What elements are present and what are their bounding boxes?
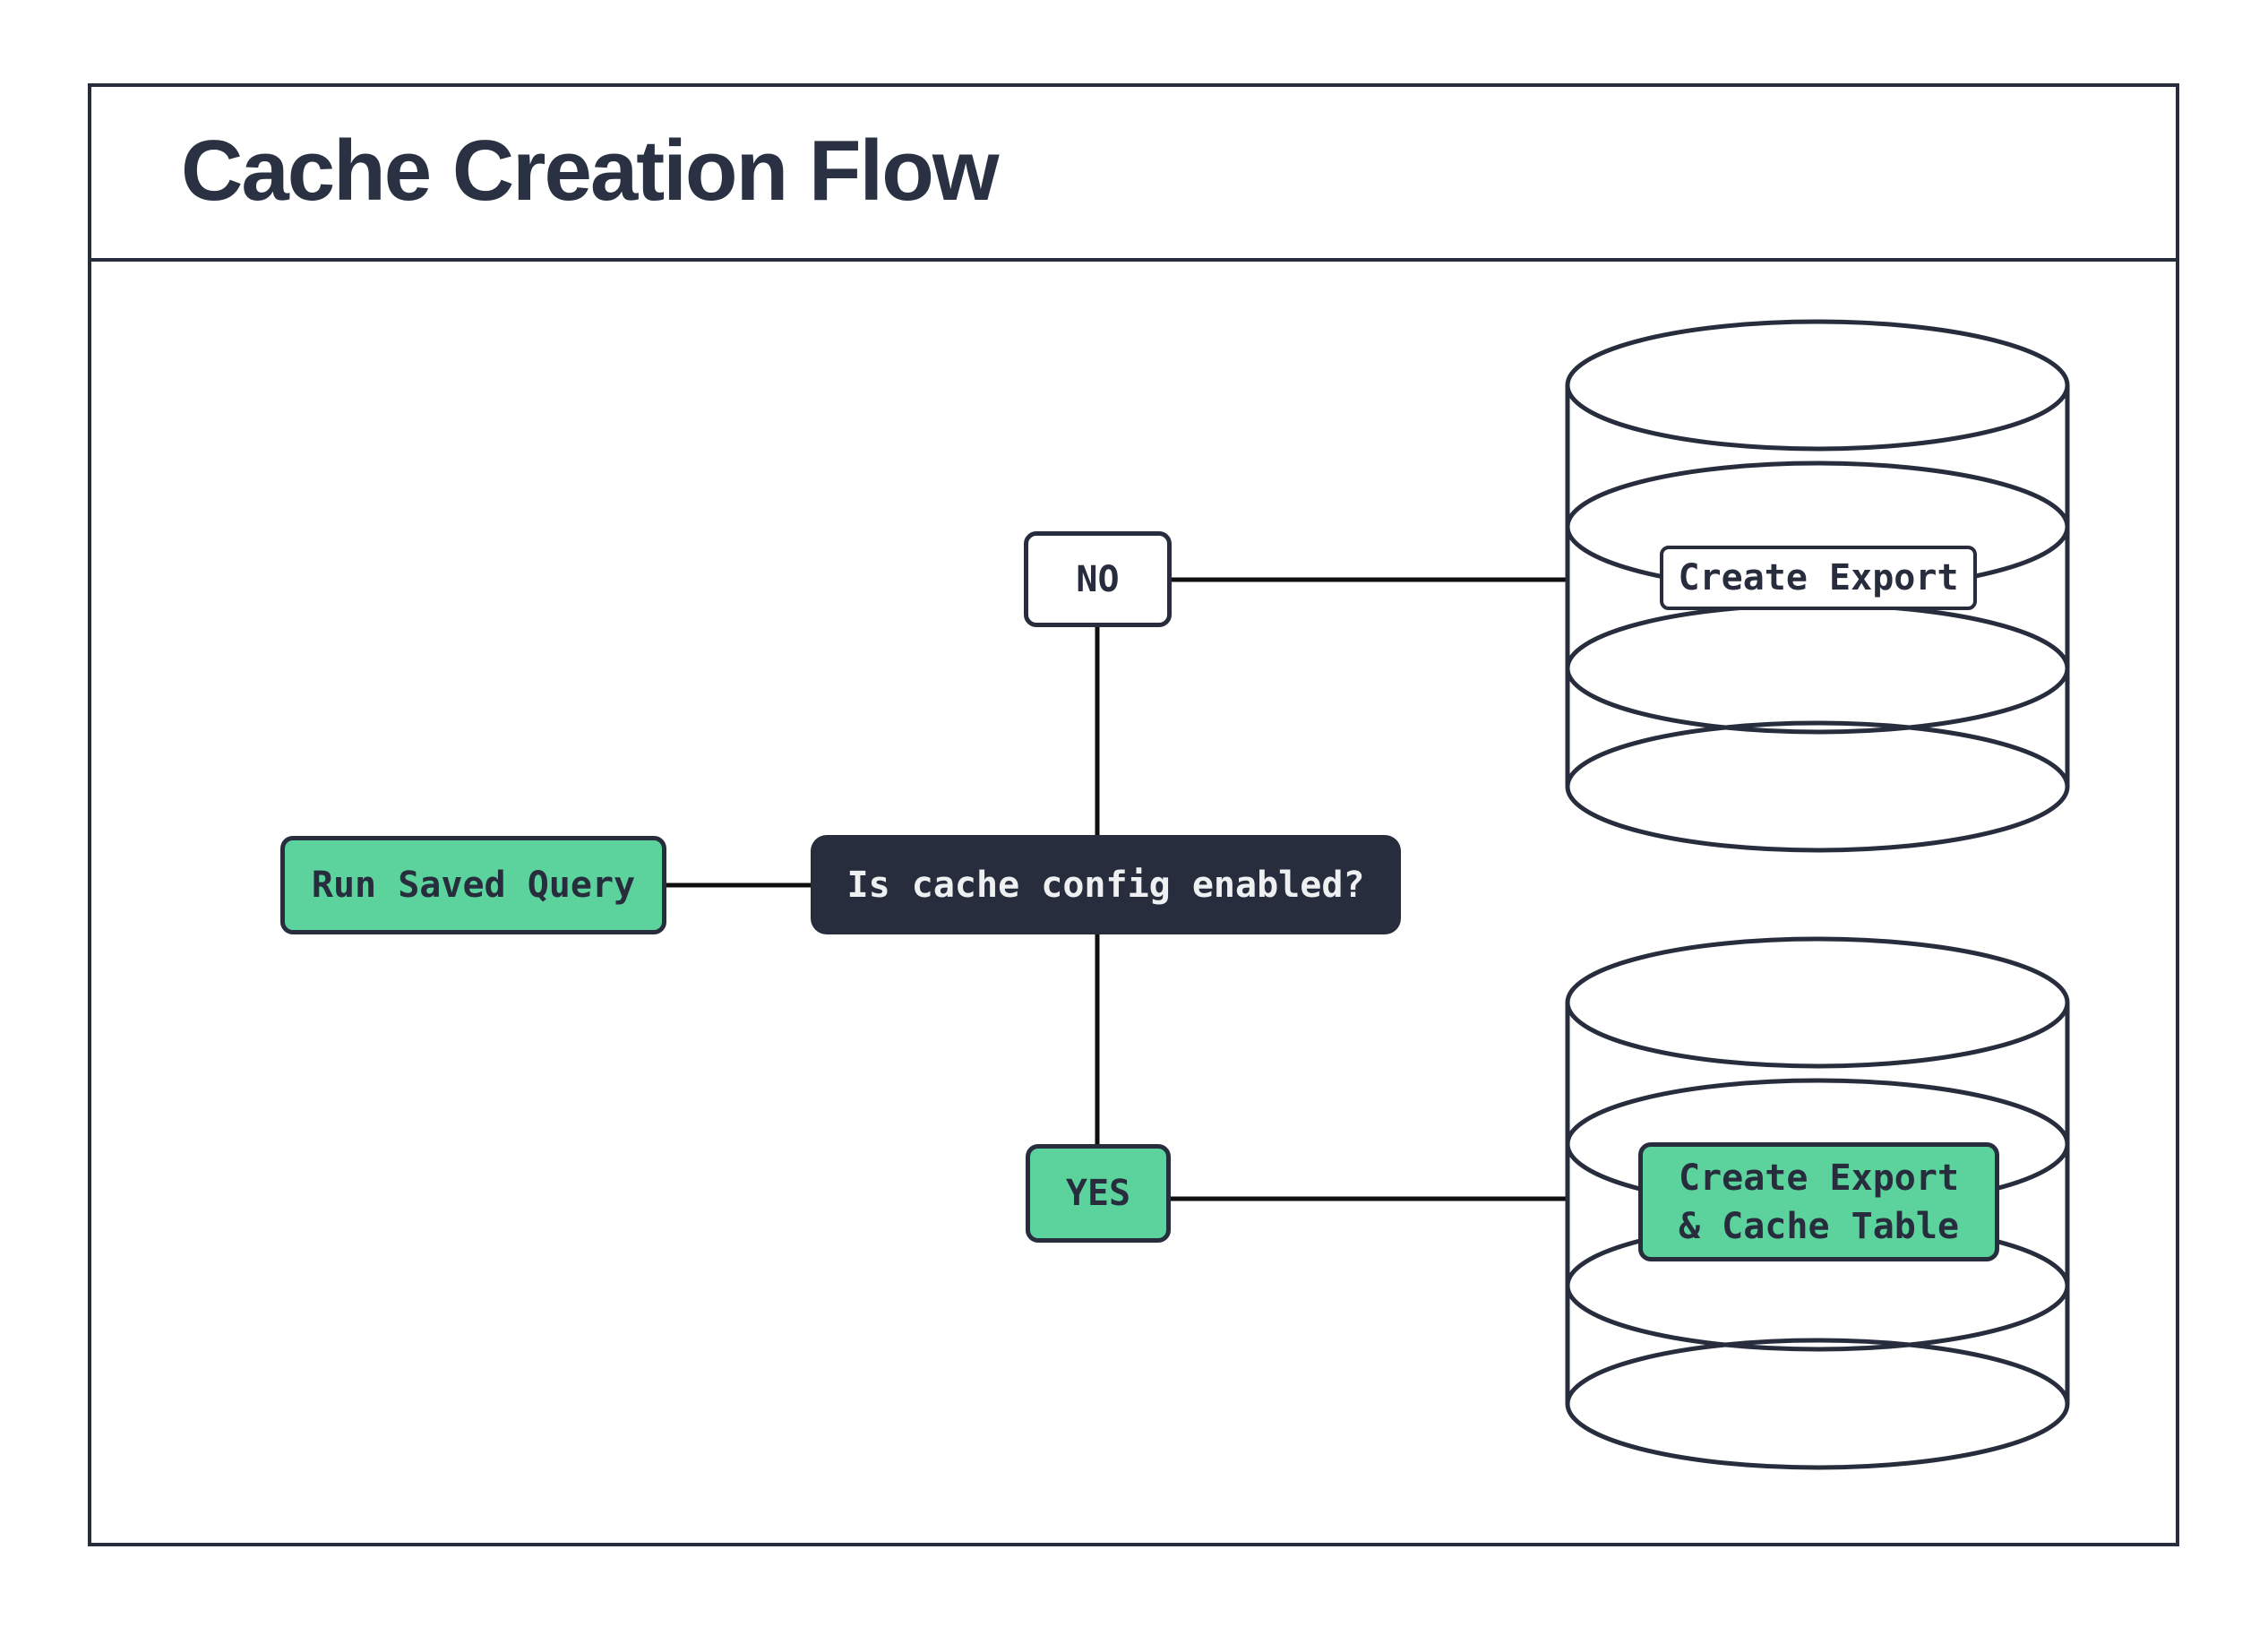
node-create-export: Create Export (1660, 546, 1977, 610)
node-decision-cache-config: Is cache config enabled? (811, 835, 1401, 934)
node-branch-yes: YES (1026, 1144, 1171, 1243)
cache-table-label-line2: & Cache Table (1678, 1205, 1960, 1247)
diagram-header: Cache Creation Flow (88, 83, 2179, 262)
node-branch-no-label: NO (1076, 558, 1120, 600)
node-branch-no: NO (1024, 531, 1172, 627)
node-branch-yes-label: YES (1065, 1173, 1131, 1214)
connector-lines (666, 577, 1568, 1201)
cache-table-label-line1: Create Export (1678, 1157, 1960, 1199)
node-run-saved-query-label: Run Saved Query (311, 865, 636, 906)
node-decision-label: Is cache config enabled? (846, 864, 1365, 906)
node-create-export-cache-table-label: Create Export & Cache Table (1679, 1154, 1959, 1251)
node-create-export-label: Create Export (1678, 557, 1959, 598)
node-create-export-cache-table: Create Export & Cache Table (1638, 1142, 1999, 1261)
diagram-frame (88, 83, 2179, 1546)
diagram-title: Cache Creation Flow (181, 122, 999, 219)
node-run-saved-query: Run Saved Query (280, 836, 666, 934)
